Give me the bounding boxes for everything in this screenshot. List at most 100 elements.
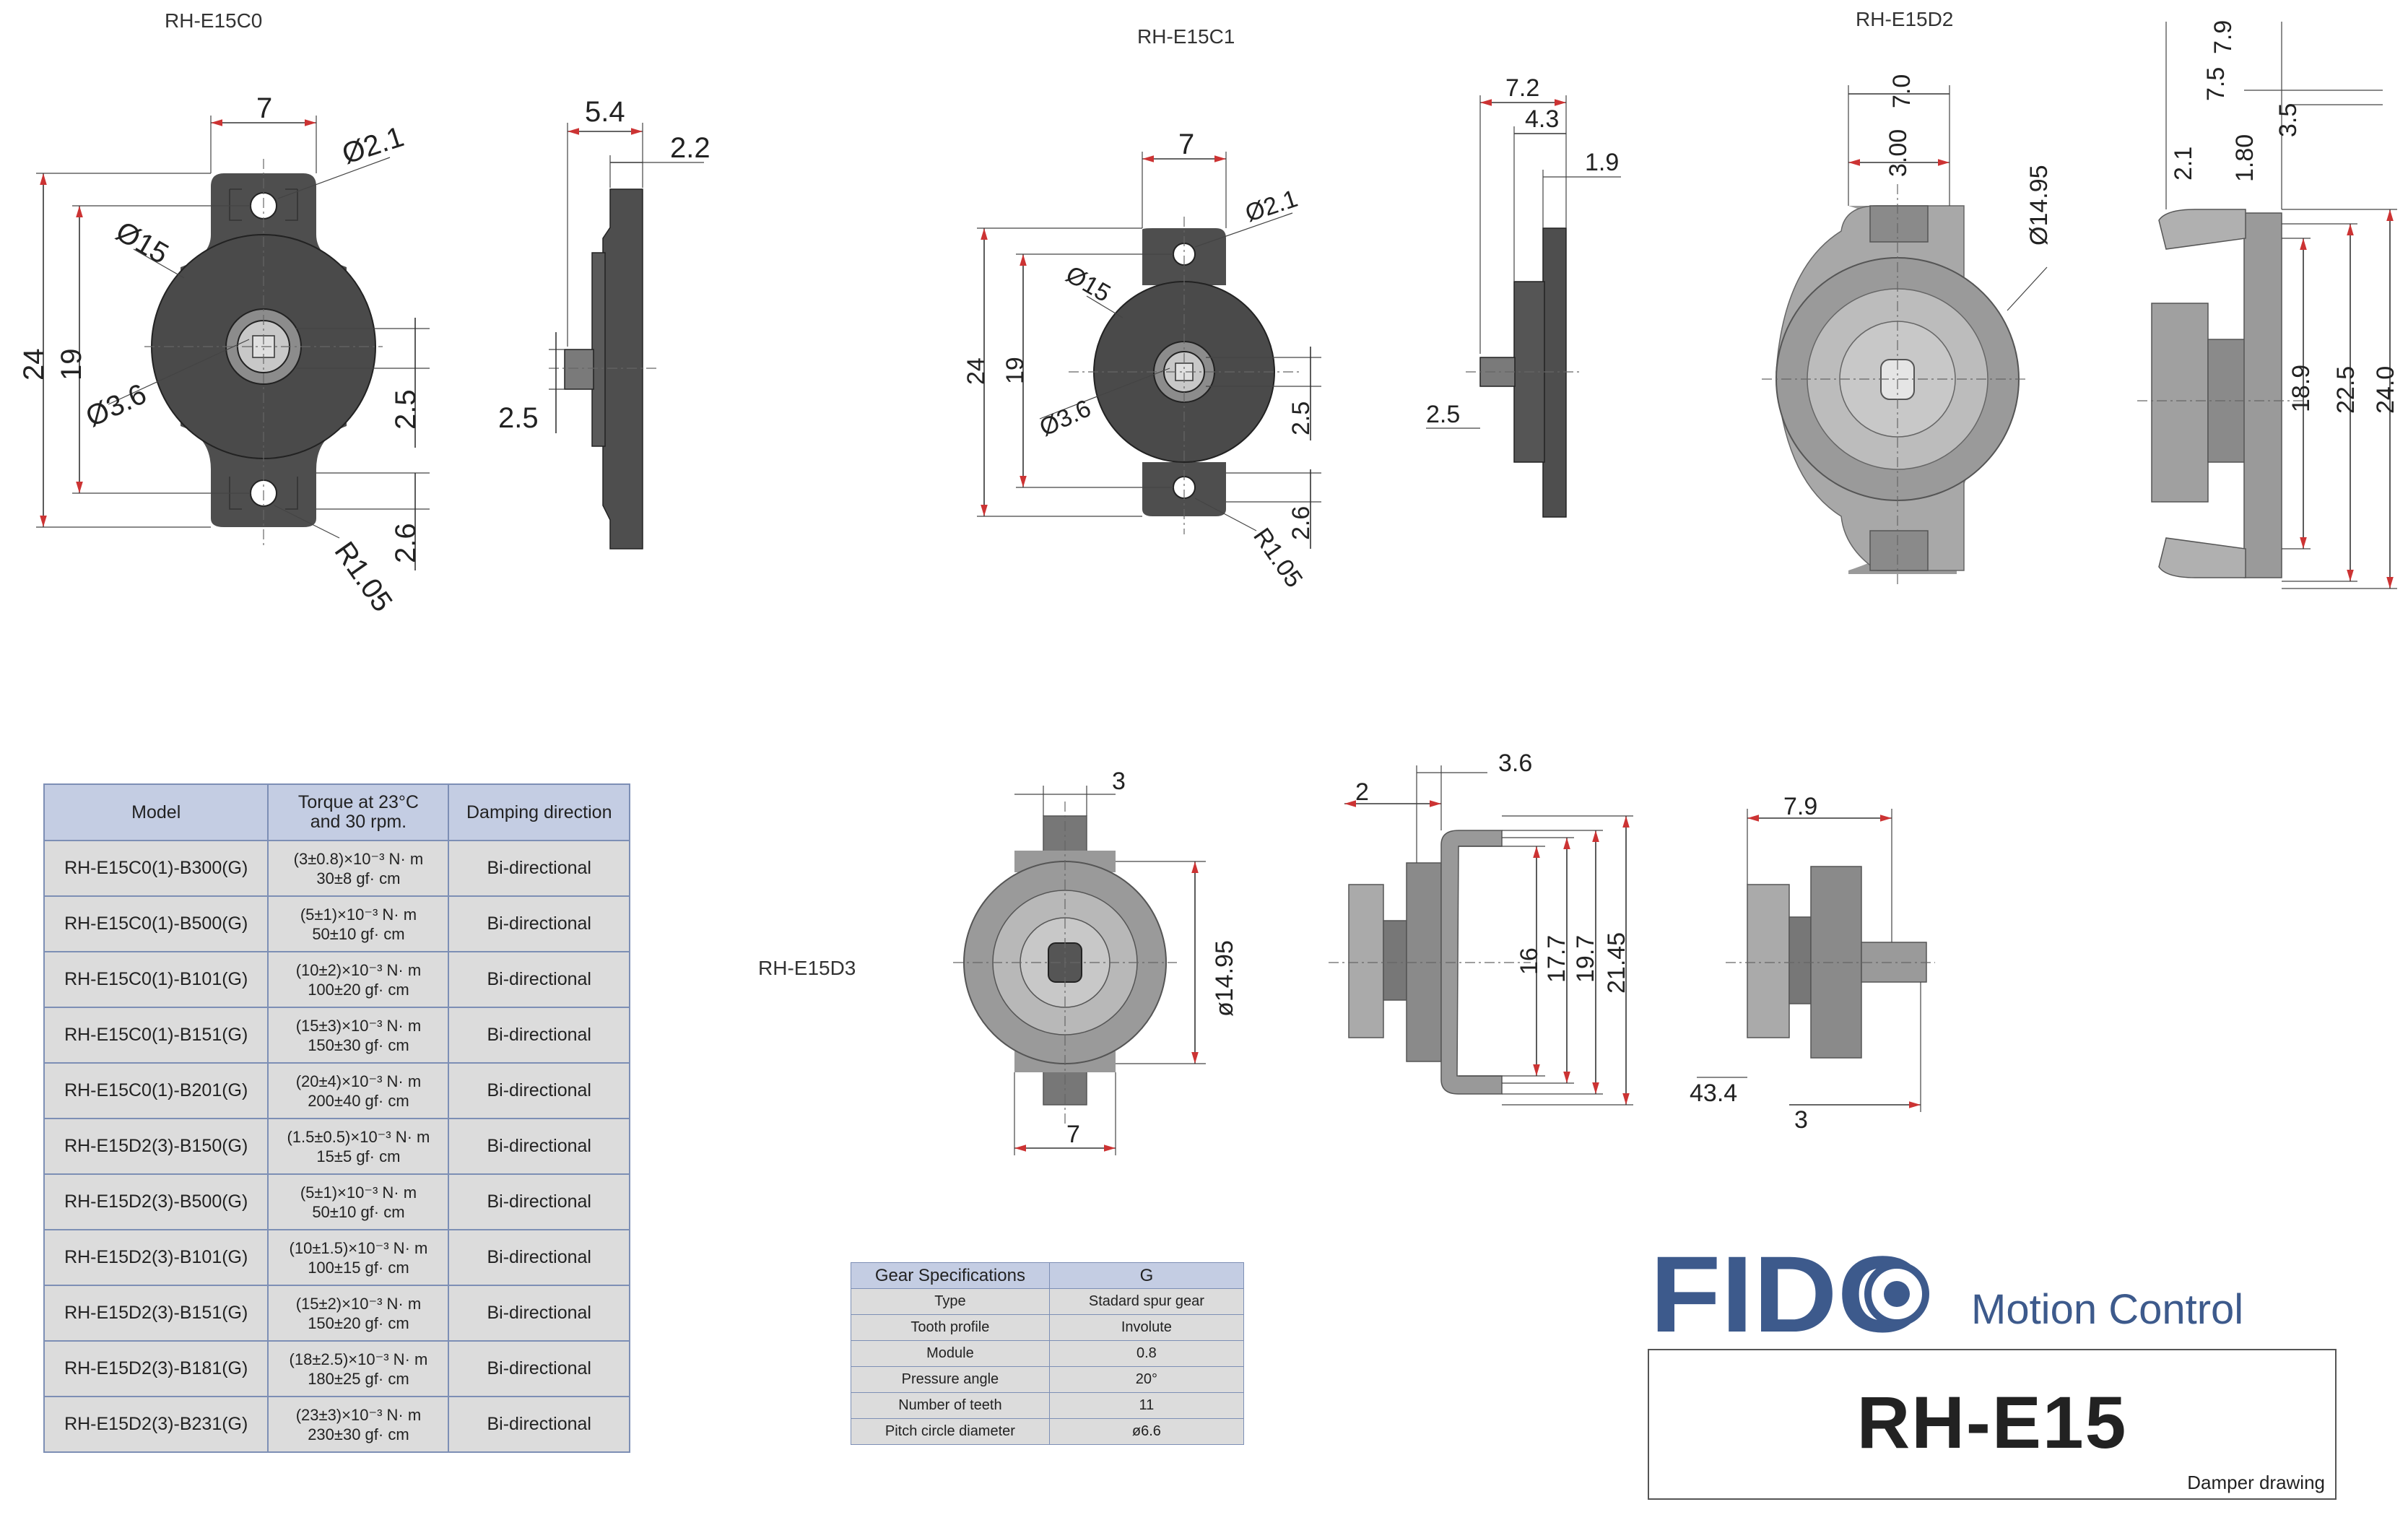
d3-side-dim-2145: 21.45 xyxy=(1603,932,1630,994)
torque-gf: 30±8 gf· cm xyxy=(316,869,401,887)
fido-logo: FIDO xyxy=(1650,1243,1929,1345)
d3-dim-3: 3 xyxy=(1112,768,1126,795)
torque-nm: (1.5±0.5)×10⁻³ N· m xyxy=(287,1127,430,1146)
c0-side-dim-54: 5.4 xyxy=(585,96,625,128)
d2-dim-1495: Ø14.95 xyxy=(2025,165,2053,246)
gear-spec-label: Module xyxy=(851,1340,1050,1367)
torque-gf: 100±15 gf· cm xyxy=(308,1258,409,1277)
brand-tagline: Motion Control xyxy=(1971,1286,2244,1333)
torque-gf: 100±20 gf· cm xyxy=(308,980,409,999)
gear-spec-label: Type xyxy=(851,1288,1050,1315)
gear-spec-label: Number of teeth xyxy=(851,1392,1050,1419)
logo-gear-hub-icon xyxy=(1884,1281,1910,1307)
torque-nm: (10±2)×10⁻³ N· m xyxy=(295,960,422,979)
direction-cell: Bi-directional xyxy=(448,1285,630,1342)
gear-spec-label: Pressure angle xyxy=(851,1366,1050,1393)
drawing-title: RH-E15 xyxy=(1856,1381,2128,1464)
model-cell: RH-E15C0(1)-B500(G) xyxy=(43,895,269,952)
title-block: RH-E15 Damper drawing xyxy=(1648,1349,2337,1500)
model-table-header: Model Torque at 23°C and 30 rpm. Damping… xyxy=(43,783,630,841)
drawing-subtitle: Damper drawing xyxy=(2187,1472,2325,1493)
gear-spec-label: Tooth profile xyxy=(851,1314,1050,1341)
direction-cell: Bi-directional xyxy=(448,1118,630,1175)
d2-side-dim-35: 3.5 xyxy=(2274,103,2302,137)
d2-side-dim-225: 22.5 xyxy=(2332,366,2360,414)
d3-side-dim-16: 16 xyxy=(1516,947,1543,975)
c1-dim-25: 2.5 xyxy=(1287,401,1315,435)
torque-nm: (5±1)×10⁻³ N· m xyxy=(300,1183,417,1202)
c0-side-dim-22: 2.2 xyxy=(670,132,710,164)
gear-spec-value: ø6.6 xyxy=(1048,1418,1245,1445)
model-torque-table: Model Torque at 23°C and 30 rpm. Damping… xyxy=(43,783,630,1453)
d2-side-dim-189: 18.9 xyxy=(2287,365,2315,412)
gear-spec-value: Stadard spur gear xyxy=(1048,1288,1245,1315)
d2-side-view: 7.9 7.5 3.5 2.1 1.80 18.9 22.5 24.0 xyxy=(2137,20,2399,589)
torque-gf: 50±10 gf· cm xyxy=(312,924,405,943)
direction-cell: Bi-directional xyxy=(448,1173,630,1230)
direction-cell: Bi-directional xyxy=(448,895,630,952)
model-cell: RH-E15D2(3)-B231(G) xyxy=(43,1396,269,1453)
torque-gf: 150±20 gf· cm xyxy=(308,1313,409,1332)
c0-dim-radius: R1.05 xyxy=(329,536,399,617)
c0-dim-hole: Ø2.1 xyxy=(338,121,407,170)
header-torque: Torque at 23°C and 30 rpm. xyxy=(267,783,450,841)
c0-side-dim-25: 2.5 xyxy=(498,402,539,434)
direction-cell: Bi-directional xyxy=(448,1062,630,1119)
torque-gf: 50±10 gf· cm xyxy=(312,1202,405,1221)
d3-label: RH-E15D3 xyxy=(758,957,856,979)
header-model: Model xyxy=(43,783,269,841)
d3-side2-dim-79: 7.9 xyxy=(1783,793,1817,820)
d2-dim-300: 3.00 xyxy=(1885,129,1912,177)
torque-gf: 200±40 gf· cm xyxy=(308,1091,409,1110)
d3-side-dim-36: 3.6 xyxy=(1498,750,1532,777)
direction-cell: Bi-directional xyxy=(448,951,630,1008)
c1-dim-hole: Ø2.1 xyxy=(1242,185,1301,227)
d3-dim-1495: ø14.95 xyxy=(1211,940,1238,1017)
gear-header-value: G xyxy=(1048,1262,1245,1289)
d2-label: RH-E15D2 xyxy=(1856,8,1953,30)
d2-side-dim-75: 7.5 xyxy=(2202,67,2230,101)
torque-gf: 150±30 gf· cm xyxy=(308,1035,409,1054)
direction-cell: Bi-directional xyxy=(448,1229,630,1286)
c1-dim-bore: Ø3.6 xyxy=(1035,394,1095,442)
torque-nm: (23±3)×10⁻³ N· m xyxy=(295,1405,422,1424)
torque-gf: 230±30 gf· cm xyxy=(308,1425,409,1443)
c1-dim-26: 2.6 xyxy=(1287,506,1315,540)
c1-dim-7: 7 xyxy=(1178,129,1194,160)
gear-spec-value: 11 xyxy=(1048,1392,1245,1419)
torque-nm: (3±0.8)×10⁻³ N· m xyxy=(293,849,424,868)
d2-front-view: RH-E15D2 7.0 3.00 Ø14.95 xyxy=(1762,8,2053,585)
model-cell: RH-E15C0(1)-B151(G) xyxy=(43,1007,269,1064)
c1-side-dim-43: 4.3 xyxy=(1525,105,1559,133)
c1-front-view: RH-E15C1 7 24 19 Ø2.1 Ø15 Ø3.6 2.5 xyxy=(962,25,1321,593)
c1-side-dim-72: 7.2 xyxy=(1505,74,1539,102)
c0-label: RH-E15C0 xyxy=(165,9,262,32)
d3-side2-dim-3: 3 xyxy=(1794,1106,1808,1134)
gear-table-header: Gear Specifications G xyxy=(851,1262,1245,1289)
model-cell: RH-E15C0(1)-B300(G) xyxy=(43,840,269,897)
c1-label: RH-E15C1 xyxy=(1137,25,1235,48)
d2-side-dim-240: 24.0 xyxy=(2372,366,2399,414)
c1-dim-19: 19 xyxy=(1001,357,1029,384)
c0-front-view: RH-E15C0 7 24 19 Ø2.1 Ø15 Ø3.6 xyxy=(18,9,430,617)
model-cell: RH-E15D2(3)-B101(G) xyxy=(43,1229,269,1286)
direction-cell: Bi-directional xyxy=(448,1007,630,1064)
d2-dim-70: 7.0 xyxy=(1888,74,1916,108)
model-cell: RH-E15C0(1)-B101(G) xyxy=(43,951,269,1008)
